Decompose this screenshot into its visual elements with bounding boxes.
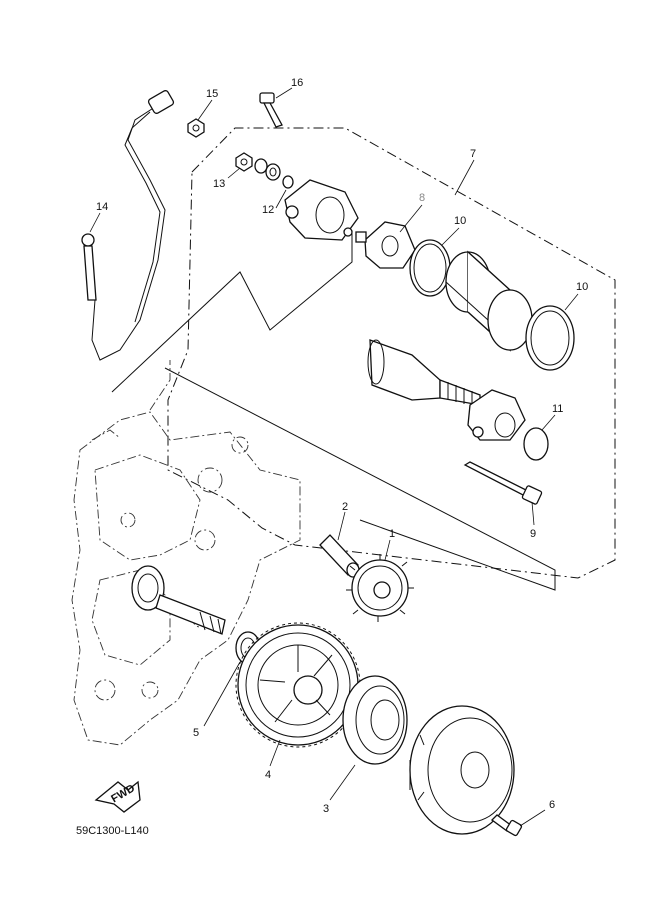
crankshaft-assembly — [131, 565, 226, 635]
part-10-o-ring-lower — [525, 305, 575, 371]
engine-crankcase-outline-upper — [164, 367, 556, 591]
part-10-o-ring-upper — [409, 239, 451, 297]
callout-10b: 10 — [576, 281, 588, 293]
part-3-starter-clutch — [342, 675, 408, 765]
part-2-shaft — [319, 534, 360, 578]
flywheel-rotor — [409, 705, 515, 835]
callout-14: 14 — [96, 201, 108, 213]
part-15-nut — [187, 118, 205, 138]
part-1-idle-gear — [346, 554, 414, 622]
part-11-o-ring — [523, 427, 549, 461]
part-16-bolt — [259, 92, 283, 128]
starter-armature — [367, 339, 481, 406]
part-6-bolt — [491, 814, 523, 837]
callout-2: 2 — [342, 501, 348, 513]
starter-assembly-boundary — [167, 127, 616, 579]
starter-rear-cover — [284, 179, 359, 241]
leader-lines — [89, 87, 579, 827]
starter-yoke — [445, 250, 533, 352]
callout-4: 4 — [265, 769, 271, 781]
callout-1: 1 — [389, 528, 395, 540]
callout-15: 15 — [206, 88, 218, 100]
assembly-break-line — [111, 232, 353, 393]
callout-8: 8 — [419, 192, 425, 204]
part-9-bolt — [463, 461, 543, 505]
starter-washers — [254, 158, 294, 189]
engine-crankcase — [71, 360, 301, 746]
callout-6: 6 — [549, 799, 555, 811]
part-8-brush-holder — [355, 221, 416, 269]
fwd-arrow-icon: FWD — [94, 780, 141, 813]
starter-lead-wire — [81, 90, 175, 361]
starter-front-cover — [467, 389, 526, 441]
callout-12: 12 — [262, 204, 274, 216]
callout-5: 5 — [193, 727, 199, 739]
part-4-starter-wheel-gear — [235, 622, 361, 748]
callout-10a: 10 — [454, 215, 466, 227]
callout-13: 13 — [213, 178, 225, 190]
callout-7: 7 — [470, 148, 476, 160]
diagram-code: 59C1300-L140 — [76, 825, 149, 837]
callout-3: 3 — [323, 803, 329, 815]
callout-labels: 1 2 3 4 5 6 7 8 9 10 10 11 12 13 14 15 1… — [96, 77, 588, 815]
part-13-nut — [235, 152, 253, 172]
callout-16: 16 — [291, 77, 303, 89]
callout-9: 9 — [530, 528, 536, 540]
callout-11: 11 — [552, 403, 563, 415]
